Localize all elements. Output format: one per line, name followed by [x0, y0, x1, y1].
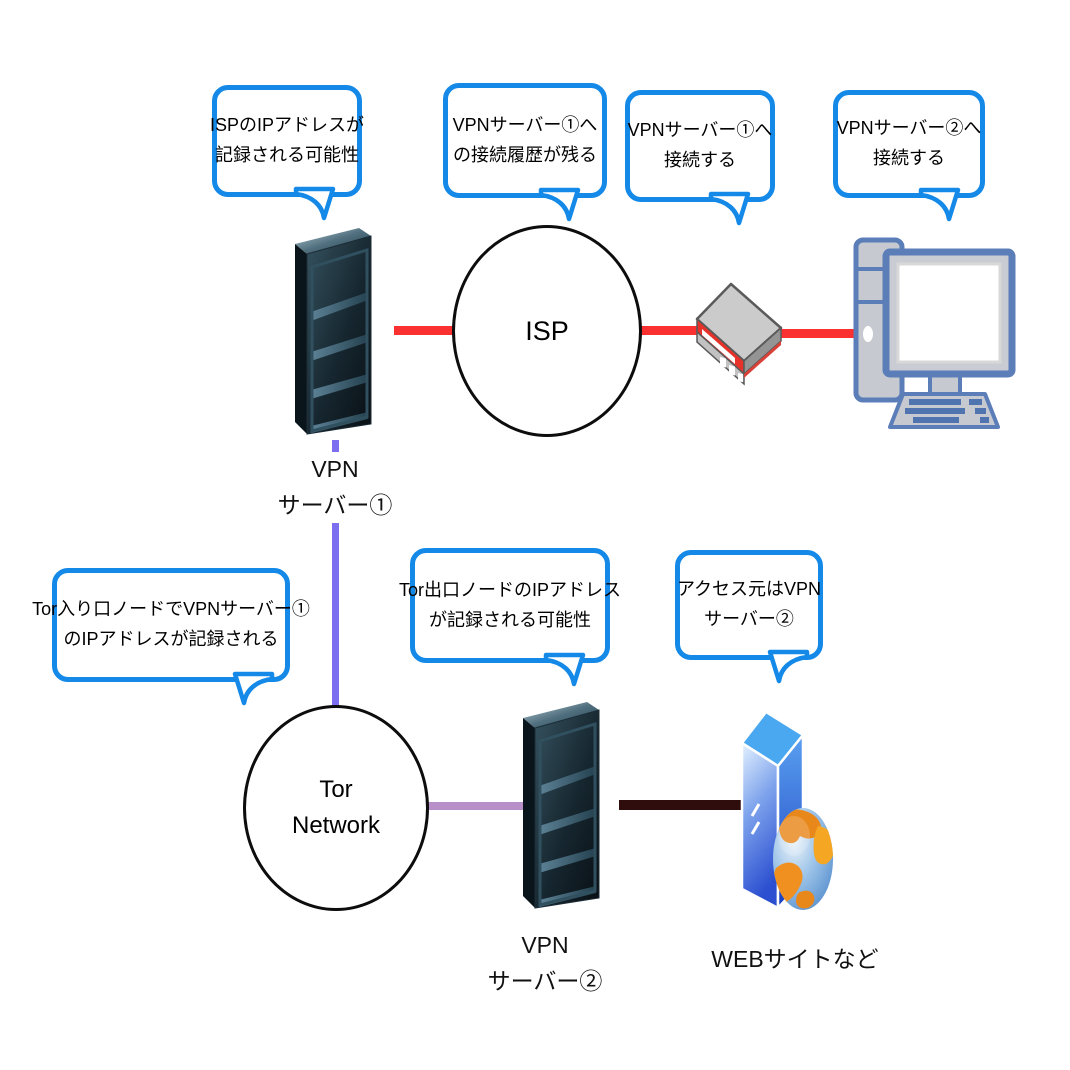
tor-label-line1: Tor — [319, 776, 353, 803]
speech-bubble-isp-record: ISPのIPアドレスが 記録される可能性 — [209, 85, 365, 221]
link-vpn1-tor — [332, 440, 339, 706]
bubble-text: が記録される可能性 — [429, 609, 591, 630]
link-isp-router — [636, 326, 698, 335]
link-tor-vpn2 — [427, 802, 525, 810]
bubble-text: ISPのIPアドレスが — [209, 115, 365, 136]
vpn-server-2-label: VPN サーバー② — [470, 928, 620, 1000]
link-vpn2-website — [619, 800, 741, 810]
bubble-text: VPNサーバー①へ — [452, 114, 598, 135]
bubble-text: VPNサーバー①へ — [627, 120, 773, 141]
speech-bubble-vpn1-connect: VPNサーバー①へ 接続する — [625, 90, 775, 226]
node-isp: ISP — [452, 225, 642, 437]
desktop-computer-icon — [853, 237, 1016, 429]
vpn-server-1-label: VPN サーバー① — [260, 452, 410, 524]
bubble-text: Tor入り口ノードでVPNサーバー① — [32, 599, 310, 620]
server-rack-icon — [523, 702, 600, 909]
speech-bubble-vpn1-history: VPNサーバー①へ の接続履歴が残る — [443, 83, 607, 222]
bubble-text: Tor出口ノードのIPアドレス — [399, 579, 622, 600]
speech-bubble-tor-entry: Tor入り口ノードでVPNサーバー① のIPアドレスが記録される — [32, 568, 310, 706]
tor-label-line2: Network — [291, 812, 381, 839]
speech-bubble-access-source: アクセス元はVPN サーバー② — [675, 550, 823, 684]
link-router-pc — [779, 329, 857, 338]
link-vpn1-isp — [394, 326, 458, 335]
speech-bubble-vpn2-connect: VPNサーバー②へ 接続する — [833, 90, 985, 222]
bubble-text: VPNサーバー②へ — [836, 118, 982, 139]
web-server-globe-icon — [740, 710, 833, 912]
node-tor-network: Tor Network — [243, 705, 429, 911]
speech-bubble-tor-exit: Tor出口ノードのIPアドレス が記録される可能性 — [399, 548, 621, 687]
bubble-text: アクセス元はVPN — [676, 579, 822, 600]
server-rack-icon — [295, 228, 372, 435]
isp-label: ISP — [525, 315, 569, 346]
bubble-text: のIPアドレスが記録される — [63, 629, 279, 649]
bubble-text: の接続履歴が残る — [453, 144, 597, 165]
router-icon — [695, 282, 783, 386]
bubble-text: 接続する — [873, 148, 945, 168]
bubble-text: 接続する — [664, 150, 736, 170]
website-label: WEBサイトなど — [695, 942, 895, 978]
bubble-text: 記録される可能性 — [215, 145, 359, 165]
bubble-text: サーバー② — [704, 609, 794, 629]
